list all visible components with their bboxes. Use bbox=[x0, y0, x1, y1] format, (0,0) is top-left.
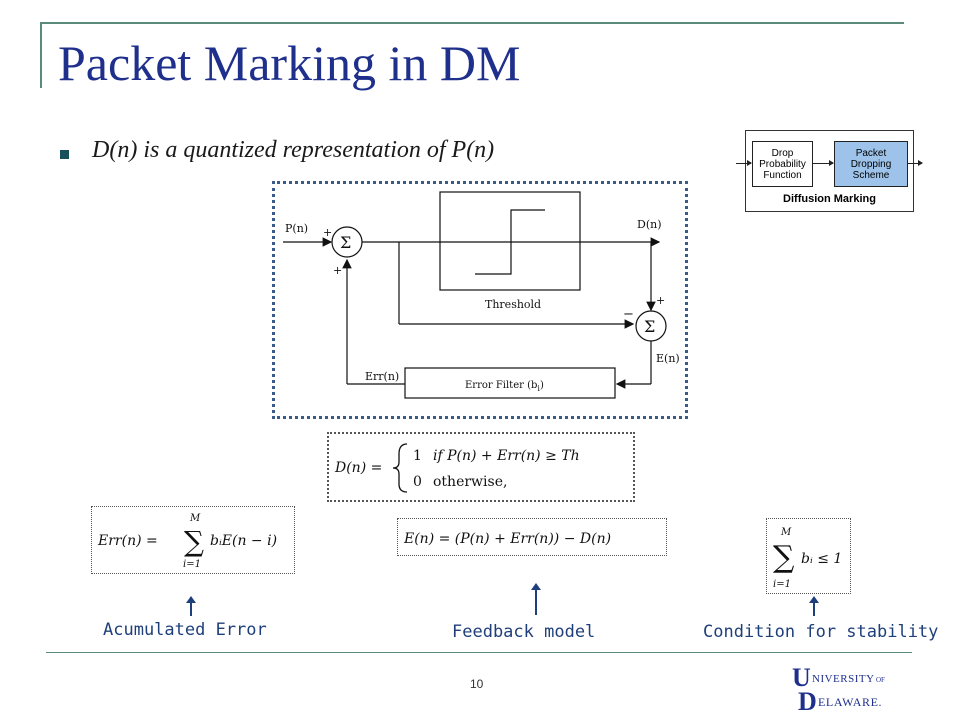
plus-top: + bbox=[323, 226, 332, 239]
cond-sum-top: M bbox=[780, 527, 792, 538]
dm-output-arrow bbox=[908, 160, 923, 166]
dn-equation-box: D(n) = 1 if P(n) + Err(n) ≥ Th 0 otherwi… bbox=[327, 432, 635, 502]
diffusion-marking-diagram: Drop Probability Function Packet Droppin… bbox=[736, 130, 923, 212]
cond-sum-bottom: i=1 bbox=[773, 579, 791, 590]
dm-packet-dropping-box: Packet Dropping Scheme bbox=[834, 141, 908, 187]
condition-equation-box: M ∑ i=1 bᵢ ≤ 1 bbox=[766, 518, 851, 594]
bullet-middle: is a quantized representation of bbox=[137, 137, 452, 163]
label-error-filter: Error Filter (b bbox=[465, 380, 537, 391]
dn-case1-val: 1 bbox=[413, 448, 422, 464]
dn-case1-cond: if P(n) + Err(n) ≥ Th bbox=[433, 448, 580, 464]
label-dn: D(n) bbox=[637, 218, 662, 231]
err-lhs: Err(n) = bbox=[97, 533, 158, 549]
arrow-feedback-model bbox=[531, 583, 541, 615]
error-filter-block bbox=[404, 367, 616, 399]
err-sum-sign: ∑ bbox=[184, 525, 204, 558]
frame-bottom-line bbox=[46, 652, 912, 653]
bullet-dn: D(n) bbox=[92, 137, 138, 163]
block-diagram-border bbox=[272, 181, 688, 419]
dn-lhs: D(n) = bbox=[334, 460, 382, 476]
bullet-pn: P(n) bbox=[451, 137, 495, 163]
page-number: 10 bbox=[470, 677, 484, 691]
label-threshold: Threshold bbox=[485, 298, 541, 311]
svg-text:ELAWARE.: ELAWARE. bbox=[818, 695, 882, 709]
caption-feedback-model: Feedback model bbox=[452, 622, 596, 642]
label-error-filter-close: ) bbox=[540, 380, 544, 391]
cond-rhs: bᵢ ≤ 1 bbox=[801, 551, 842, 567]
bullet-text: D(n) is a quantized representation of P(… bbox=[92, 137, 494, 164]
label-error-filter-sub: i bbox=[537, 384, 540, 393]
minus-sign: − bbox=[623, 307, 634, 322]
slide-title: Packet Marking in DM bbox=[58, 35, 521, 91]
svg-text:Error Filter (bi): Error Filter (bi) bbox=[465, 380, 544, 393]
en-text: E(n) = (P(n) + Err(n)) − D(n) bbox=[403, 531, 611, 547]
condition-equation: M ∑ i=1 bᵢ ≤ 1 bbox=[773, 527, 842, 590]
bullet-marker bbox=[60, 150, 69, 159]
err-sum-top: M bbox=[189, 513, 201, 524]
caption-condition-stability: Condition for stability bbox=[703, 622, 939, 642]
svg-text:U: U bbox=[792, 663, 811, 692]
svg-text:OF: OF bbox=[876, 676, 885, 684]
en-equation-box: E(n) = (P(n) + Err(n)) − D(n) bbox=[397, 518, 667, 556]
svg-text:NIVERSITY: NIVERSITY bbox=[812, 673, 875, 685]
caption-accumulated-error: Acumulated Error bbox=[103, 620, 267, 640]
arrow-condition-stability bbox=[809, 596, 819, 616]
label-err: Err(n) bbox=[365, 370, 399, 383]
cond-sum-sign: ∑ bbox=[773, 540, 795, 575]
block-diagram: Σ Σ P(n) D(n) + + − + Threshold Err(n) E… bbox=[283, 191, 680, 399]
svg-text:D: D bbox=[798, 687, 817, 714]
plus-right: + bbox=[656, 294, 665, 307]
err-rhs: bᵢE(n − i) bbox=[210, 533, 277, 549]
dm-drop-probability-box: Drop Probability Function bbox=[752, 141, 813, 187]
frame-top-line bbox=[42, 22, 904, 24]
sum-symbol-2: Σ bbox=[644, 317, 655, 336]
en-equation: E(n) = (P(n) + Err(n)) − D(n) bbox=[403, 531, 611, 547]
label-en: E(n) bbox=[656, 352, 680, 365]
err-equation: Err(n) = M ∑ i=1 bᵢE(n − i) bbox=[97, 513, 277, 570]
dn-equation: D(n) = 1 if P(n) + Err(n) ≥ Th 0 otherwi… bbox=[334, 443, 580, 493]
threshold-block bbox=[439, 191, 581, 291]
label-pn: P(n) bbox=[285, 222, 308, 235]
dn-case0-cond: otherwise, bbox=[433, 474, 507, 490]
err-equation-box: Err(n) = M ∑ i=1 bᵢE(n − i) bbox=[91, 506, 295, 574]
err-sum-bottom: i=1 bbox=[183, 559, 201, 570]
dn-case0-val: 0 bbox=[413, 474, 422, 490]
university-logo: U NIVERSITY OF D ELAWARE. bbox=[792, 663, 885, 714]
dm-caption: Diffusion Marking bbox=[783, 193, 876, 205]
sum-symbol-1: Σ bbox=[340, 233, 351, 252]
dm-input-arrow bbox=[736, 160, 752, 166]
frame-left-line bbox=[40, 22, 42, 88]
plus-bottom: + bbox=[333, 264, 342, 277]
dm-middle-arrow bbox=[813, 160, 834, 166]
arrow-accumulated-error bbox=[186, 596, 196, 616]
